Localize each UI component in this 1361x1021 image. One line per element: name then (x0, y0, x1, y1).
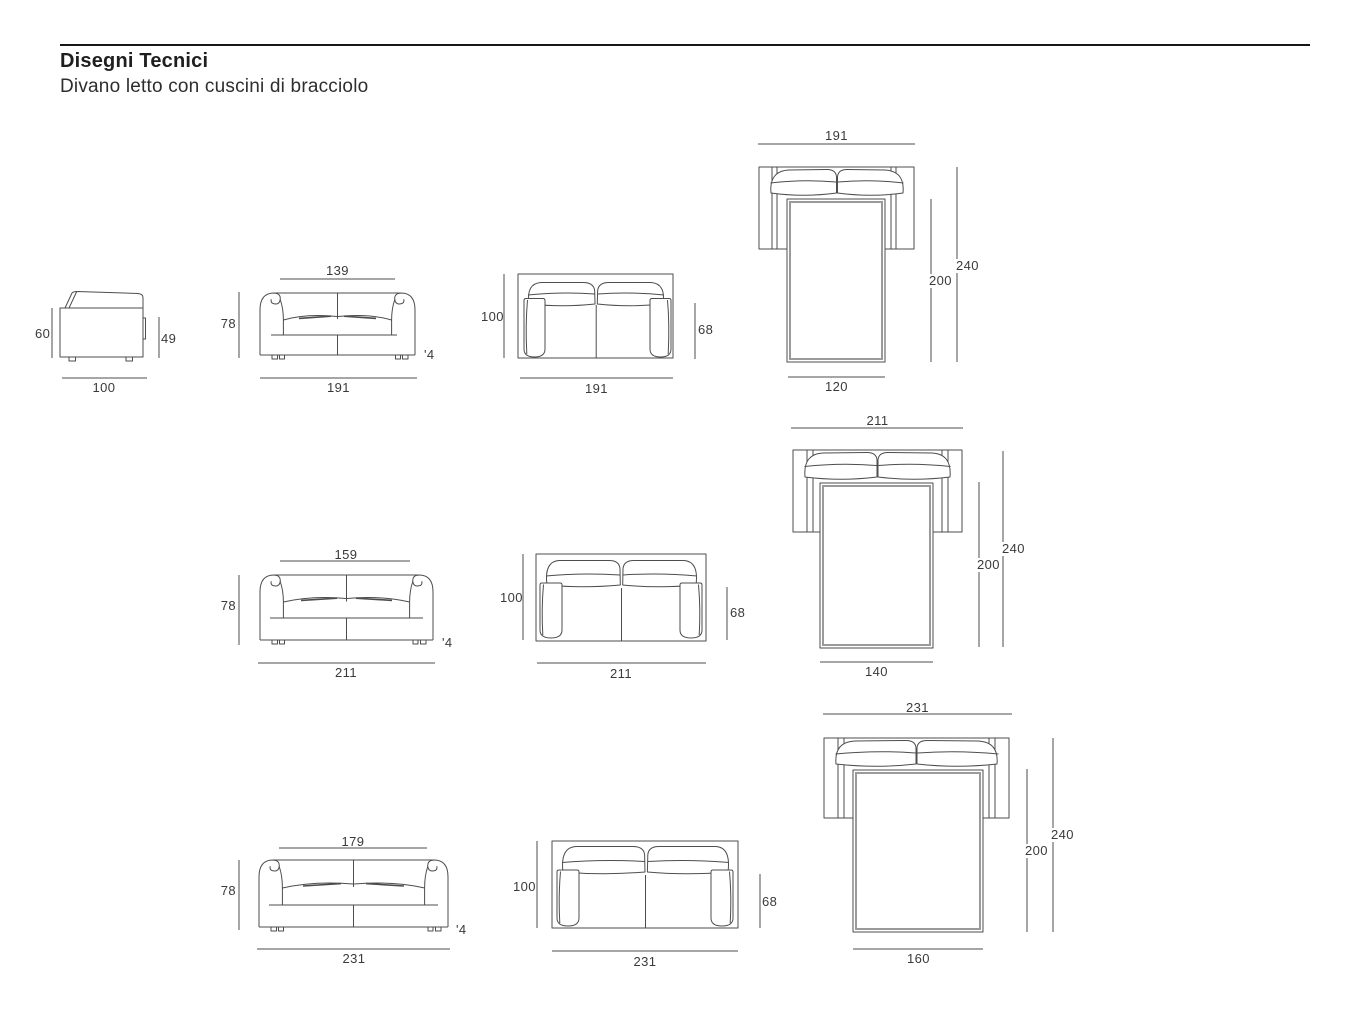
dim-row1-front-height: 78 (220, 316, 236, 331)
dim-row2-front-height: 78 (220, 598, 236, 613)
dim-row2-bed-mattress-width: 140 (865, 664, 888, 679)
dim-row2-plan-depth: 100 (500, 590, 523, 605)
dim-row2-bed-width: 211 (866, 413, 889, 428)
dim-row1-plan-seat-depth: 68 (698, 322, 714, 337)
dim-row1-bed-width: 191 (825, 128, 848, 143)
dim-row3-plan-seat-depth: 68 (762, 894, 778, 909)
front-view-art (238, 847, 450, 950)
dim-row2-plan-width: 211 (610, 666, 632, 681)
dimension-lines (536, 841, 761, 952)
drawing-row1-bed-view: 191 200 240 120 (745, 125, 995, 400)
dim-row3-bed-mattress-width: 160 (907, 951, 930, 966)
dim-row3-bed-open-depth: 240 (1050, 827, 1075, 842)
dimension-lines (238, 560, 435, 664)
sofa-front-outline (258, 859, 449, 932)
sofa-bed-outline (823, 737, 1010, 933)
dim-row1-side-arm-height: 49 (161, 331, 177, 346)
dim-row1-plan-width: 191 (585, 381, 608, 396)
drawing-row1-plan-view: 100 68 191 (480, 265, 720, 400)
bed-view-art (758, 143, 958, 378)
plan-view-art (522, 553, 728, 664)
sofa-plan-outline (535, 553, 707, 642)
sofa-plan-outline (551, 840, 739, 929)
plan-view-art (503, 273, 696, 379)
dim-row2-front-width: 211 (335, 665, 357, 680)
dim-row2-bed-mattress-length: 200 (976, 557, 1001, 572)
plan-view-art (536, 840, 761, 952)
page-title: Disegni Tecnici (60, 50, 209, 72)
dim-row3-front-width: 231 (342, 951, 366, 966)
dim-row1-bed-open-depth: 240 (955, 258, 980, 273)
dim-row1-plan-depth: 100 (481, 309, 504, 324)
drawing-row2-plan-view: 100 68 211 (495, 548, 755, 688)
drawing-row1-front-view: 139 78 '4 191 (215, 262, 465, 402)
drawing-row3-front-view: 179 78 '4 231 (215, 830, 485, 975)
drawing-row3-plan-view: 100 68 231 (510, 835, 780, 975)
dim-row2-plan-seat-depth: 68 (730, 605, 746, 620)
dim-row1-bed-mattress-width: 120 (825, 379, 848, 394)
dimension-lines (522, 554, 728, 664)
drawing-row2-front-view: 159 78 '4 211 (215, 545, 475, 685)
dim-row2-front-feet-height: '4 (442, 635, 453, 650)
sofa-side-outline (59, 291, 146, 362)
dim-row1-front-width: 191 (327, 380, 350, 395)
sofa-front-outline (259, 292, 416, 360)
dim-row1-front-feet-height: '4 (424, 347, 435, 362)
sofa-front-outline (259, 574, 434, 645)
page-subtitle: Divano letto con cuscini di bracciolo (60, 76, 369, 97)
bed-view-art (791, 427, 1004, 663)
dimension-lines (238, 847, 450, 950)
dim-row3-front-height: 78 (220, 883, 236, 898)
dimension-lines (238, 278, 417, 379)
side-view-art (51, 291, 160, 379)
drawing-row2-bed-view: 211 200 240 140 (780, 410, 1035, 690)
header-rule (60, 44, 1310, 46)
dim-row2-front-seat-width: 159 (334, 547, 358, 562)
drawing-row3-bed-view: 231 200 240 160 (815, 698, 1080, 978)
sofa-bed-outline (792, 449, 963, 649)
dim-row3-front-seat-width: 179 (341, 834, 365, 849)
dim-row1-bed-mattress-length: 200 (928, 273, 953, 288)
dim-row3-front-feet-height: '4 (456, 922, 467, 937)
dim-row3-bed-mattress-length: 200 (1024, 843, 1049, 858)
dimension-lines (51, 308, 160, 379)
dim-row1-side-back-height: 60 (35, 326, 51, 341)
dim-row3-plan-depth: 100 (513, 879, 536, 894)
front-view-art (238, 560, 435, 664)
dim-row2-bed-open-depth: 240 (1001, 541, 1026, 556)
dimension-lines (503, 274, 696, 379)
dim-row3-plan-width: 231 (633, 954, 657, 969)
sofa-bed-outline (758, 166, 915, 363)
dim-row3-bed-width: 231 (906, 700, 929, 715)
sofa-plan-outline (517, 273, 674, 359)
dim-row1-side-depth: 100 (92, 380, 116, 395)
bed-view-art (823, 713, 1054, 950)
dim-row1-front-seat-width: 139 (326, 263, 349, 278)
drawing-row1-side-view: 60 49 100 (30, 280, 190, 400)
front-view-art (238, 278, 417, 379)
